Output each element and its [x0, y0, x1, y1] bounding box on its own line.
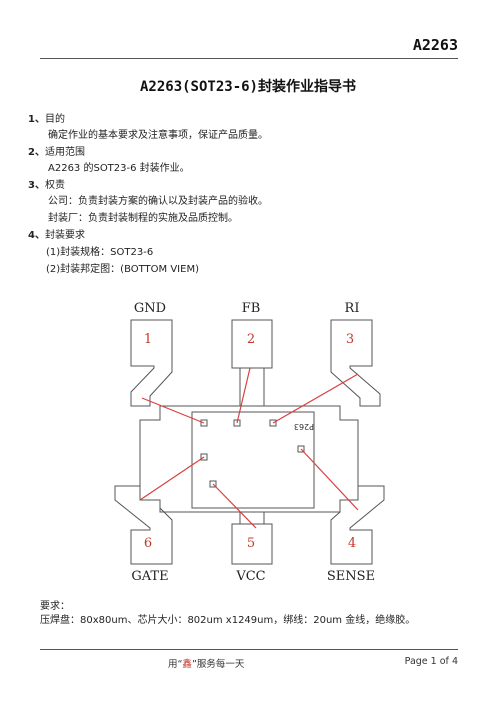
section-2-text: A2263 的SOT23-6 封装作业。 [48, 163, 190, 174]
wire-5 [212, 483, 257, 529]
pad-6 [200, 453, 208, 461]
document-code: A2263 [412, 36, 458, 54]
section-4-text-1: (1)封装规格：SOT23-6 [46, 247, 154, 258]
section-4-text-2: (2)封装邦定图：(BOTTOM VIEM) [46, 264, 199, 275]
package-outline [139, 405, 359, 513]
page-total: 4 [451, 656, 458, 667]
section-3-text-2: 封装厂：负责封装制程的实施及品质控制。 [48, 213, 238, 224]
header-divider [40, 58, 458, 59]
lead-1 [130, 319, 173, 407]
section-1-text: 确定作业的基本要求及注意事项，保证产品质量。 [48, 130, 268, 141]
die [191, 411, 315, 509]
pin-num-6: 6 [144, 536, 152, 551]
page-title: A2263(SOT23-6)封装作业指导书 [0, 76, 496, 96]
pin-num-5: 5 [247, 536, 255, 551]
pin-name-sense: SENSE [327, 569, 375, 584]
pin-num-3: 3 [346, 332, 354, 347]
wire-3 [272, 373, 359, 424]
pin-num-1: 1 [144, 332, 152, 347]
pin-name-ri: RI [345, 301, 360, 316]
lead-2 [231, 319, 273, 369]
pad-4 [297, 445, 305, 453]
section-4-heading: 4、封装要求 [28, 230, 85, 241]
pin-name-vcc: VCC [235, 569, 265, 584]
pad-2 [233, 419, 241, 427]
section-1-heading: 1、目的 [28, 114, 65, 125]
page-indicator: Page 1 of 4 [404, 656, 458, 667]
lead-5-neck [239, 512, 265, 524]
pad-3 [269, 419, 277, 427]
pin-name-gate: GATE [131, 569, 168, 584]
lead-4 [330, 485, 385, 565]
title-text: 封装作业指导书 [258, 79, 356, 95]
section-3-heading: 3、权责 [28, 180, 65, 191]
die-label: P263 [294, 422, 314, 431]
page-number: 1 [430, 656, 437, 667]
wire-4 [300, 448, 359, 511]
pin-name-fb: FB [242, 301, 261, 316]
pin-name-gnd: GND [134, 301, 166, 316]
pad-5 [209, 480, 217, 488]
lead-2-neck [239, 368, 265, 406]
lead-3 [330, 319, 381, 407]
footer-divider [40, 649, 458, 650]
wire-1 [141, 397, 205, 424]
requirements-text: 压焊盘：80x80um、芯片大小：802um x1249um，绑线：20um 金… [40, 615, 416, 626]
section-3-text-1: 公司：负责封装方案的确认以及封装产品的验收。 [48, 196, 268, 207]
pin-num-2: 2 [247, 332, 255, 347]
wire-2 [236, 367, 251, 424]
pad-1 [200, 419, 208, 427]
footer-brand-mark: 鑫 [182, 659, 192, 670]
title-model: A2263(SOT23-6) [139, 79, 258, 95]
pin-num-4: 4 [348, 536, 356, 551]
footer-slogan: 用“鑫”服务每一天 [168, 659, 245, 670]
wire-6 [139, 456, 205, 501]
requirements-label: 要求： [40, 601, 70, 612]
section-2-heading: 2、适用范围 [28, 147, 85, 158]
